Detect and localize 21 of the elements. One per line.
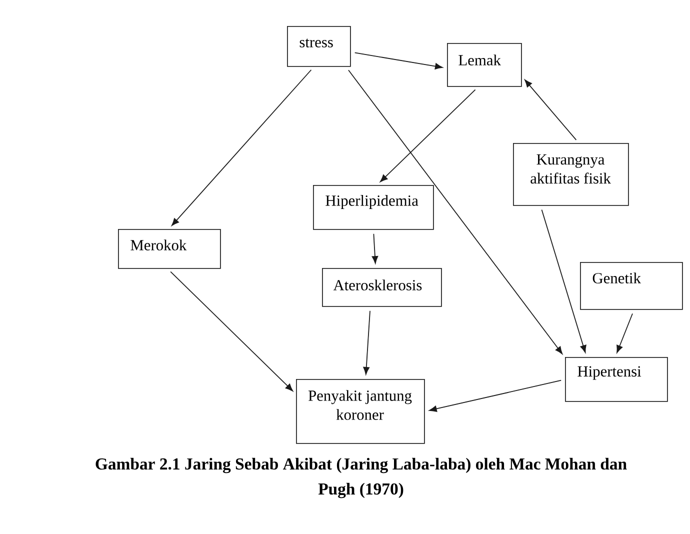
factor-box: Hipertensi	[565, 357, 668, 402]
factor-box: Hiperlipidemia	[313, 185, 434, 230]
arrow	[380, 89, 476, 182]
arrow	[524, 80, 577, 140]
factor-box: Merokok	[118, 229, 221, 269]
arrow	[616, 313, 633, 353]
factor-box: Aterosklerosis	[322, 268, 442, 307]
factor-box: Penyakit jantung koroner	[296, 379, 425, 444]
arrow	[170, 271, 294, 392]
arrow	[372, 233, 378, 264]
arrow	[429, 380, 562, 412]
caption: Gambar 2.1 Jaring Sebab Akibat (Jaring Laba-laba) oleh Mac Mohan dan Pugh (1970)	[96, 458, 627, 498]
arrow	[354, 52, 443, 70]
arrow	[172, 69, 312, 226]
factor-box: Lemak	[447, 43, 522, 87]
factor-box: stress	[287, 26, 351, 67]
factor-box: Genetik	[580, 262, 683, 310]
arrow	[363, 310, 370, 375]
factor-box: Kurangnya aktifitas fisik	[513, 143, 629, 206]
arrow	[348, 70, 563, 354]
arrow	[541, 209, 586, 353]
